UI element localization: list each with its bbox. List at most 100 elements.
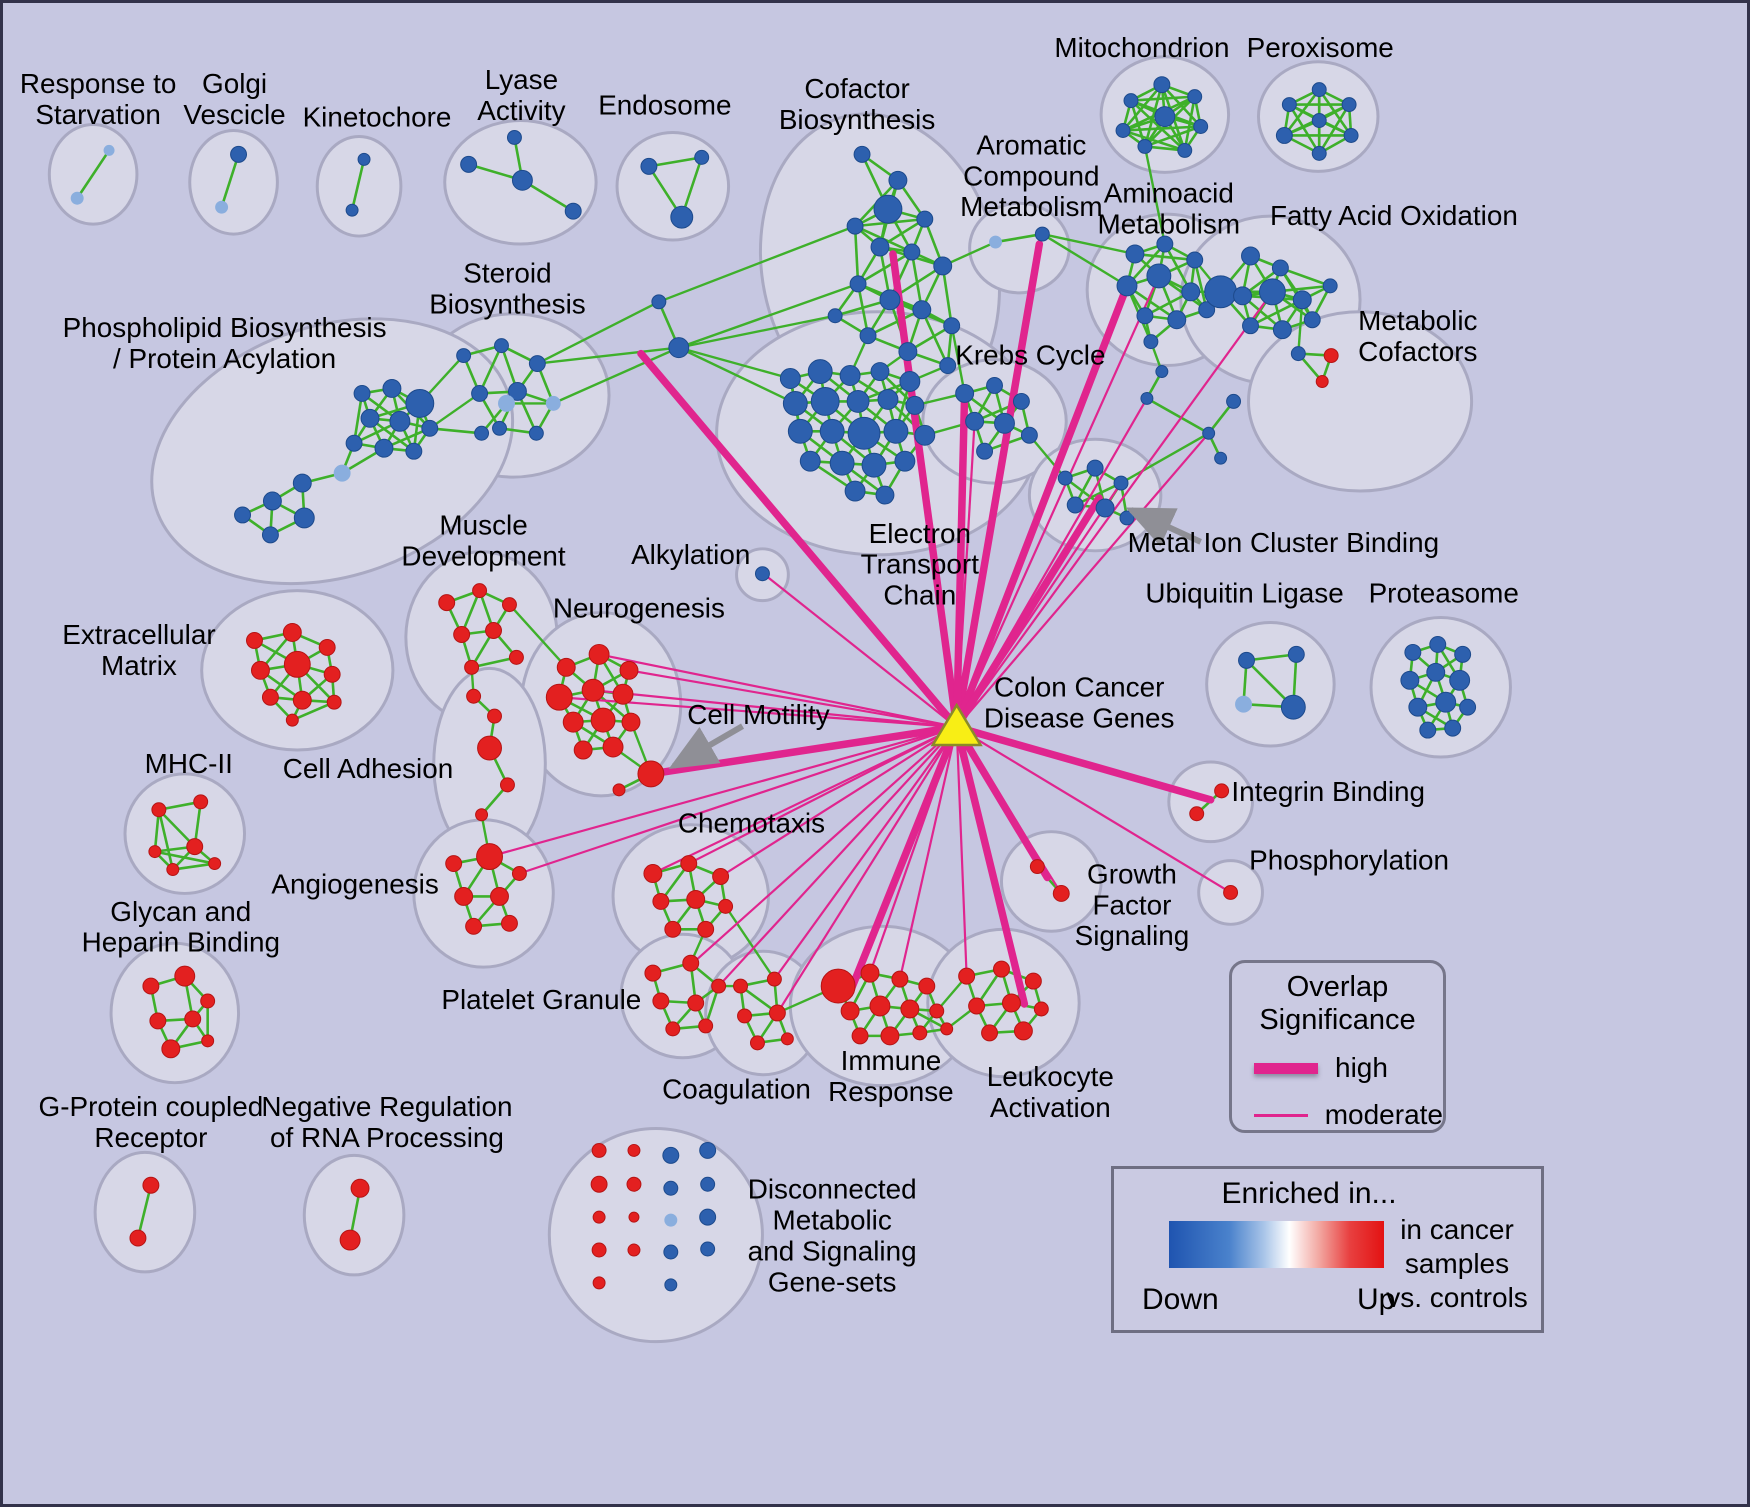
gene-set-node	[591, 1242, 607, 1258]
gene-set-node	[234, 506, 251, 524]
overlap-edge-high	[952, 723, 1215, 804]
gene-set-node	[556, 657, 576, 677]
gene-set-node	[590, 1175, 608, 1193]
gene-set-node	[879, 289, 901, 311]
overlap-edge-moderate	[955, 727, 968, 977]
gene-set-node	[663, 1180, 679, 1196]
gene-set-node	[1459, 698, 1477, 716]
gene-set-node	[1287, 645, 1305, 663]
gene-set-node	[262, 491, 282, 511]
gene-set-node	[1435, 691, 1457, 713]
gene-set-node	[1223, 884, 1239, 900]
legend-overlap-title-line2: Significance	[1259, 1004, 1416, 1036]
gene-set-node	[360, 408, 380, 428]
gene-set-node	[819, 418, 845, 444]
gene-set-node	[652, 892, 670, 910]
gene-set-node	[592, 1210, 606, 1224]
gene-set-node	[1280, 694, 1306, 720]
legend-overlap-title: Overlap Significance	[1232, 971, 1443, 1037]
gene-set-node	[1214, 451, 1228, 465]
gene-set-node	[612, 783, 626, 797]
cluster-ellipse-mhc-ii	[123, 772, 247, 895]
gene-set-node	[246, 631, 263, 649]
gene-set-node	[186, 838, 204, 856]
gene-set-node	[918, 977, 936, 995]
overlap-edge-moderate	[598, 653, 957, 729]
green-edge	[536, 300, 660, 365]
gene-set-node	[1290, 346, 1306, 362]
overlap-edge-moderate	[691, 726, 958, 964]
gene-set-node	[1202, 426, 1216, 440]
gene-set-node	[1033, 1001, 1049, 1017]
gene-set-node	[1198, 301, 1216, 319]
gene-set-node	[627, 1143, 641, 1157]
overlap-edge-moderate	[898, 726, 958, 980]
gene-set-node	[898, 342, 918, 362]
enrichment-side-line1: in cancer	[1400, 1214, 1514, 1245]
gene-set-node	[283, 650, 311, 678]
gene-set-node	[591, 1142, 607, 1158]
gene-set-node	[511, 866, 527, 881]
gene-set-node	[1275, 127, 1293, 144]
green-edge	[867, 308, 923, 337]
gene-set-node	[870, 237, 890, 257]
gene-set-node	[1113, 475, 1129, 491]
cluster-label-fatty-acid-oxidation: Fatty Acid Oxidation	[1270, 200, 1518, 231]
moderate-significance-label: moderate	[1324, 1099, 1443, 1130]
green-edge	[1042, 232, 1136, 256]
gene-set-node	[955, 383, 975, 403]
gene-set-node	[318, 638, 336, 656]
overlap-edge-moderate	[717, 726, 958, 987]
green-edge	[471, 656, 517, 669]
gene-set-node	[903, 243, 921, 261]
gene-set-node	[900, 999, 920, 1019]
green-edge	[658, 224, 856, 303]
gene-set-node	[844, 480, 866, 502]
gene-set-node	[1167, 310, 1187, 330]
gene-set-node	[588, 643, 610, 665]
cluster-label-endosome: Endosome	[598, 90, 731, 121]
legend-enrichment: Enriched in... Down Up in cancer samples…	[1111, 1166, 1544, 1333]
gene-set-node	[374, 438, 394, 458]
gene-set-node	[1311, 113, 1327, 129]
green-edge	[1279, 266, 1331, 288]
gene-set-node	[1186, 251, 1204, 269]
gene-set-node	[1012, 392, 1030, 410]
gene-set-node	[628, 1211, 640, 1223]
high-significance-line-swatch	[1254, 1062, 1318, 1074]
gene-set-node	[103, 144, 115, 156]
gene-set-node	[445, 855, 463, 873]
gene-set-node	[664, 920, 682, 938]
gene-set-node	[749, 1035, 765, 1051]
gene-set-node	[839, 365, 861, 386]
gene-set-node	[869, 995, 891, 1017]
gene-set-node	[827, 308, 843, 324]
gene-set-node	[1189, 806, 1205, 822]
overlap-edge-moderate	[652, 726, 958, 875]
green-edge	[172, 862, 215, 871]
gene-set-node	[1419, 721, 1437, 739]
gene-set-node	[149, 1012, 167, 1030]
gene-set-node	[490, 886, 509, 906]
gene-set-node	[166, 863, 180, 877]
gene-set-node	[1233, 286, 1252, 306]
gene-set-node	[1125, 244, 1145, 264]
overlap-edge-moderate	[593, 689, 957, 729]
gene-set-node	[981, 1024, 999, 1042]
green-edge	[136, 1184, 153, 1239]
gene-set-node	[492, 420, 507, 436]
gene-set-node	[1116, 275, 1138, 297]
gene-set-node	[680, 855, 698, 873]
cluster-ellipse-golgi-vescicle	[188, 128, 279, 236]
cluster-label-platelet-granule: Platelet Granule	[441, 984, 641, 1015]
overlap-edge-moderate	[720, 726, 958, 878]
gene-set-node	[1242, 317, 1259, 335]
gene-set-node	[993, 960, 1010, 978]
gene-set-node	[929, 1003, 945, 1019]
overlap-edge-high	[952, 723, 1052, 882]
